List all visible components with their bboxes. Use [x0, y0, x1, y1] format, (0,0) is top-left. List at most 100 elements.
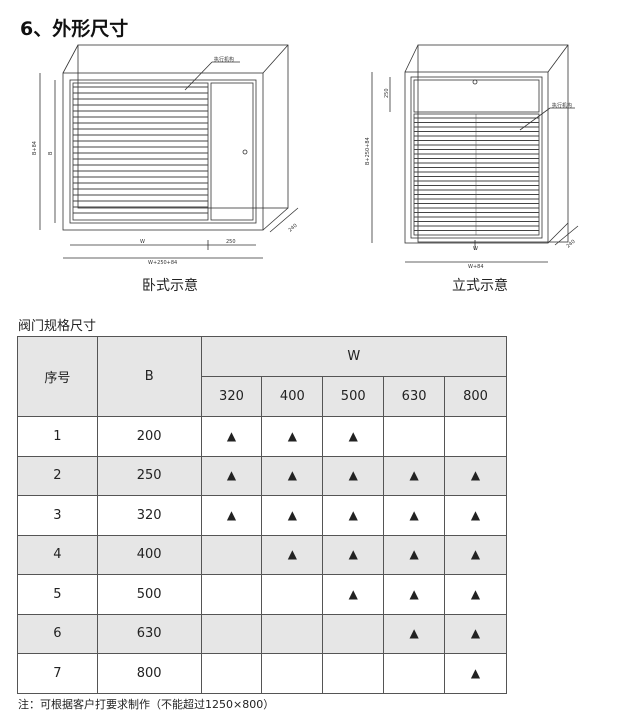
cell-availability: ▲	[383, 613, 446, 654]
cell-availability	[200, 534, 263, 575]
cell-availability: ▲	[200, 416, 263, 457]
cell-b: 500	[96, 574, 202, 615]
cell-availability: ▲	[444, 495, 507, 536]
cell-availability	[444, 416, 507, 457]
available-mark-icon: ▲	[470, 626, 481, 641]
footnote: 注：可根据客户打要求制作（不能超过1250×800）	[18, 698, 275, 711]
available-mark-icon: ▲	[470, 468, 481, 483]
available-mark-icon: ▲	[409, 507, 419, 522]
cell-index: 5	[17, 574, 98, 615]
horizontal-back-frame	[77, 44, 289, 209]
header-b: B	[96, 336, 202, 417]
callout-actuator-v: 执行机构	[552, 102, 572, 109]
cell-availability: ▲	[383, 574, 446, 615]
available-mark-icon: ▲	[348, 468, 358, 483]
cell-availability: ▲	[200, 455, 263, 496]
header-w-value: 800	[444, 376, 507, 417]
cell-availability	[200, 574, 263, 615]
cell-availability: ▲	[261, 455, 324, 496]
cell-availability: ▲	[322, 534, 385, 575]
cell-availability	[261, 574, 324, 615]
cell-availability: ▲	[200, 495, 263, 536]
cell-availability: ▲	[261, 416, 324, 457]
available-mark-icon: ▲	[409, 547, 419, 562]
cell-b: 630	[96, 613, 202, 654]
available-mark-icon: ▲	[226, 428, 237, 443]
cell-availability: ▲	[444, 574, 507, 615]
available-mark-icon: ▲	[348, 586, 358, 601]
available-mark-icon: ▲	[348, 507, 358, 522]
available-mark-icon: ▲	[348, 547, 358, 562]
available-mark-icon: ▲	[226, 507, 237, 522]
cell-availability	[261, 613, 324, 654]
cell-availability: ▲	[444, 653, 507, 694]
cell-availability	[383, 416, 446, 457]
cell-availability: ▲	[383, 534, 446, 575]
cell-index: 2	[17, 455, 98, 496]
cell-availability: ▲	[322, 574, 385, 615]
available-mark-icon: ▲	[287, 547, 297, 562]
dim-width-total: W+250+84	[148, 260, 177, 266]
caption-vertical: 立式示意	[452, 278, 508, 294]
header-w-value: 500	[322, 376, 385, 417]
cell-index: 3	[17, 495, 98, 536]
caption-horizontal: 卧式示意	[142, 278, 198, 294]
dim-inner-w-v: W	[473, 246, 478, 252]
cell-availability	[383, 653, 446, 694]
cell-index: 7	[17, 653, 98, 694]
available-mark-icon: ▲	[409, 626, 419, 641]
cell-index: 6	[17, 613, 98, 654]
cell-b: 400	[96, 534, 202, 575]
cell-availability: ▲	[383, 495, 446, 536]
dim-height-inner: B	[48, 151, 54, 155]
cell-availability: ▲	[322, 416, 385, 457]
vertical-damper-drawing	[371, 44, 579, 263]
dim-top-250: 250	[384, 88, 390, 98]
cell-availability: ▲	[322, 495, 385, 536]
dimension-drawings: B+84 B W 250 W+250+84 240 执行机构 250 B+250…	[32, 44, 579, 270]
dim-width-250: 250	[226, 239, 236, 245]
cell-b: 320	[96, 495, 202, 536]
available-mark-icon: ▲	[470, 547, 481, 562]
available-mark-icon: ▲	[470, 665, 481, 680]
dim-height-total-v: B+250+84	[365, 137, 371, 165]
dim-width-w: W	[140, 239, 145, 245]
callout-actuator-h: 执行机构	[214, 56, 234, 63]
vertical-actuator-knob	[472, 79, 478, 85]
available-mark-icon: ▲	[287, 468, 297, 483]
cell-index: 1	[17, 416, 98, 457]
available-mark-icon: ▲	[409, 586, 419, 601]
cell-availability	[261, 653, 324, 694]
cell-b: 250	[96, 455, 202, 496]
cell-b: 800	[96, 653, 202, 694]
cell-availability	[322, 653, 385, 694]
header-w-value: 630	[383, 376, 446, 417]
cell-b: 200	[96, 416, 202, 457]
cell-availability: ▲	[444, 455, 507, 496]
available-mark-icon: ▲	[348, 428, 358, 443]
cell-availability: ▲	[383, 455, 446, 496]
header-w-value: 320	[200, 376, 263, 417]
available-mark-icon: ▲	[287, 428, 297, 443]
header-w: W	[200, 336, 508, 377]
vertical-back-frame	[417, 44, 569, 243]
available-mark-icon: ▲	[409, 468, 419, 483]
cell-availability: ▲	[261, 534, 324, 575]
horizontal-damper-drawing	[39, 44, 299, 259]
available-mark-icon: ▲	[470, 586, 481, 601]
horizontal-actuator-box	[210, 82, 254, 221]
section-title: 6、外形尺寸	[20, 18, 129, 40]
horizontal-actuator-knob	[242, 149, 248, 155]
vertical-actuator-box	[413, 79, 540, 113]
dim-height-outer: B+84	[32, 141, 38, 155]
cell-availability: ▲	[322, 455, 385, 496]
available-mark-icon: ▲	[470, 507, 481, 522]
